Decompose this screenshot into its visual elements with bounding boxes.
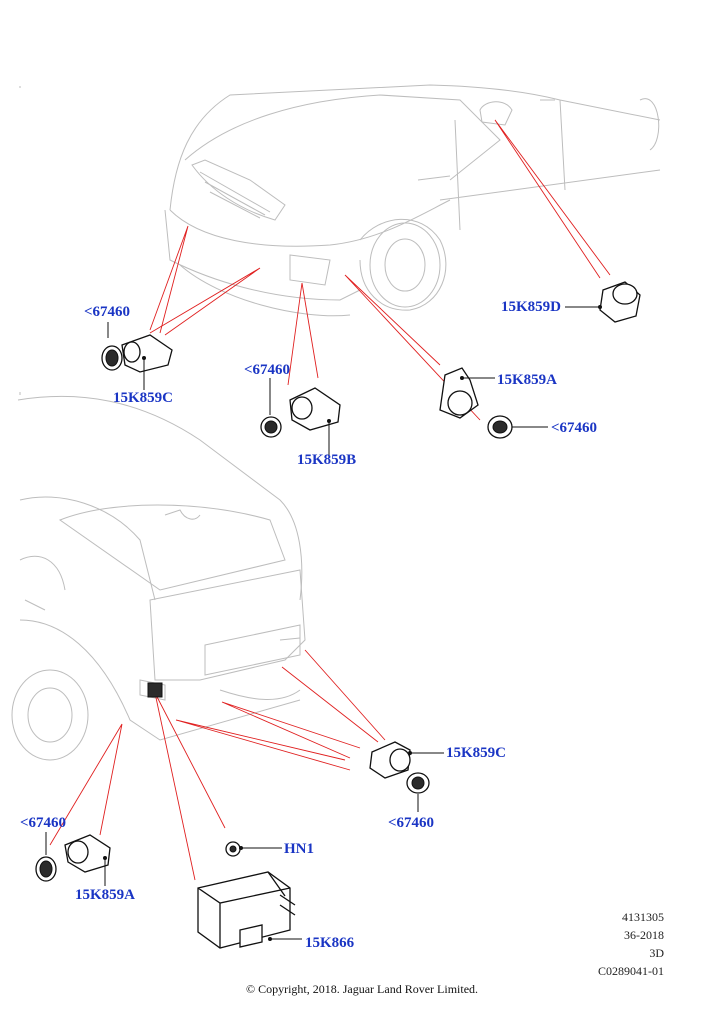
callout-sensor-rear-side[interactable]: 15K859A [75,887,135,903]
sensor-rear-part[interactable] [369,741,430,794]
callout-sensor-front-center[interactable]: 15K859B [297,452,357,468]
rear-vehicle-illustration [11,392,306,761]
callout-connectors [45,306,600,940]
meta-line-3: 3D [649,946,664,960]
sensor-front-side-part[interactable] [439,367,513,439]
callout-nut[interactable]: HN1 [284,841,314,857]
meta-line-1: 4131305 [622,910,664,924]
leader-lines [49,119,611,881]
rear-connector-part [147,682,163,698]
sensor-mirror-part[interactable] [598,281,641,323]
callout-ring-front-side[interactable]: <67460 [551,420,598,436]
callout-sensor-mirror[interactable]: 15K859D [501,299,561,315]
front-vehicle-illustration [19,84,661,317]
sensor-front-left-part[interactable] [101,334,173,373]
callout-sensor-front-left[interactable]: 15K859C [113,390,173,406]
sensor-rear-side-part[interactable] [35,834,111,882]
control-module-part[interactable] [197,871,296,949]
callout-sensor-rear[interactable]: 15K859C [446,745,506,761]
callout-sensor-front-side[interactable]: 15K859A [497,372,557,388]
nut-part[interactable] [225,841,243,857]
callout-ring-rear[interactable]: <67460 [388,815,435,831]
callout-ring-front-left[interactable]: <67460 [84,304,131,320]
copyright-notice: © Copyright, 2018. Jaguar Land Rover Lim… [245,982,479,996]
callout-ring-front-center[interactable]: <67460 [244,362,291,378]
callout-module[interactable]: 15K866 [305,935,355,951]
sensor-front-center-part[interactable] [260,387,341,438]
meta-line-4: C0289041-01 [598,964,664,978]
diagram-meta: 4131305 36-2018 3D C0289041-01 [598,908,664,980]
callout-ring-rear-side[interactable]: <67460 [20,815,67,831]
meta-line-2: 36-2018 [624,928,664,942]
